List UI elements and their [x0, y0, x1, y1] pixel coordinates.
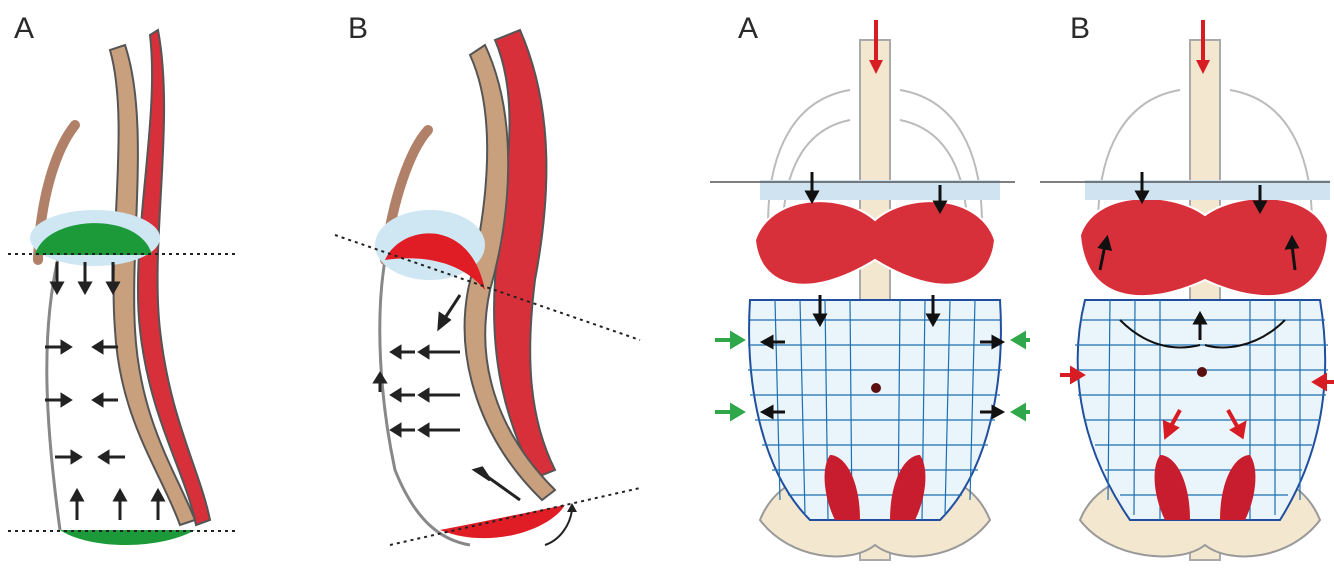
frontal-panel-b: B — [1030, 0, 1334, 571]
sagittal-diagram-b — [320, 0, 650, 571]
sagittal-panel-b: B — [320, 0, 650, 571]
pelvic-floor — [60, 530, 195, 545]
sagittal-panel-a: A — [0, 0, 300, 571]
frontal-diagram-a — [700, 0, 1030, 571]
pelvic-floor — [440, 505, 565, 538]
abdominal-mesh — [749, 300, 1001, 520]
frontal-panel-a: A — [700, 0, 1030, 571]
sagittal-diagram-a — [0, 0, 300, 571]
frontal-diagram-b — [1030, 0, 1334, 571]
back-muscle — [494, 30, 555, 478]
